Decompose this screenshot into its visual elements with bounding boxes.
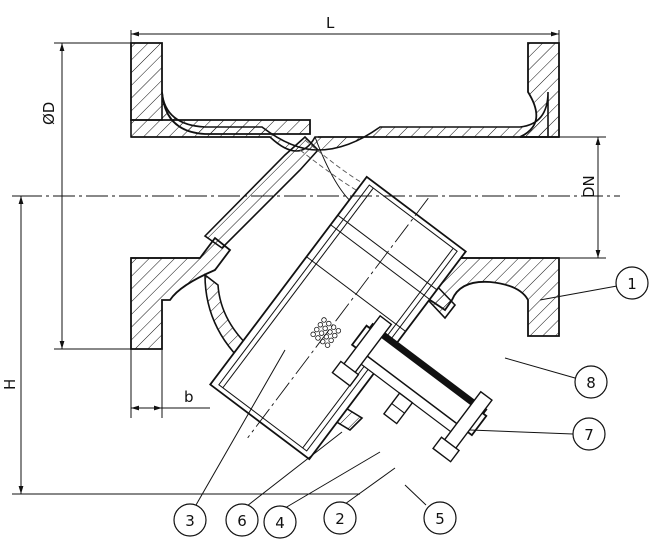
y-branch-upper xyxy=(203,135,320,250)
callout-5: 5 xyxy=(404,484,457,535)
dim-label-nominal: DN xyxy=(580,175,598,198)
callout-7: 7 xyxy=(469,417,606,451)
lower-left-flange xyxy=(130,236,232,350)
svg-text:8: 8 xyxy=(586,374,596,392)
dim-flange: b xyxy=(130,349,210,418)
nut-right xyxy=(432,436,461,463)
svg-text:3: 3 xyxy=(185,512,195,530)
svg-text:6: 6 xyxy=(237,512,247,530)
nut-left xyxy=(331,360,360,387)
dim-label-height: H xyxy=(1,379,19,390)
svg-text:2: 2 xyxy=(335,510,345,528)
dim-height: H xyxy=(1,195,360,495)
perforation-pattern xyxy=(310,317,342,348)
callout-1: 1 xyxy=(539,266,649,301)
dim-diameter: ØD xyxy=(40,42,131,350)
dim-label-flange: b xyxy=(184,388,194,406)
callout-8: 8 xyxy=(504,357,608,399)
dim-length: L xyxy=(130,14,560,43)
callout-2: 2 xyxy=(323,467,396,535)
svg-text:1: 1 xyxy=(627,275,637,293)
dim-label-length: L xyxy=(326,14,335,32)
right-flange xyxy=(519,42,560,138)
callout-4: 4 xyxy=(263,451,381,539)
dim-nominal: DN xyxy=(559,136,606,259)
svg-text:7: 7 xyxy=(584,426,594,444)
callout-3: 3 xyxy=(173,349,286,537)
cover-assembly xyxy=(331,314,493,463)
dim-label-diameter: ØD xyxy=(40,102,58,125)
svg-text:5: 5 xyxy=(435,510,445,528)
callout-6: 6 xyxy=(225,431,343,537)
gasket xyxy=(368,322,488,415)
svg-text:4: 4 xyxy=(275,514,285,532)
